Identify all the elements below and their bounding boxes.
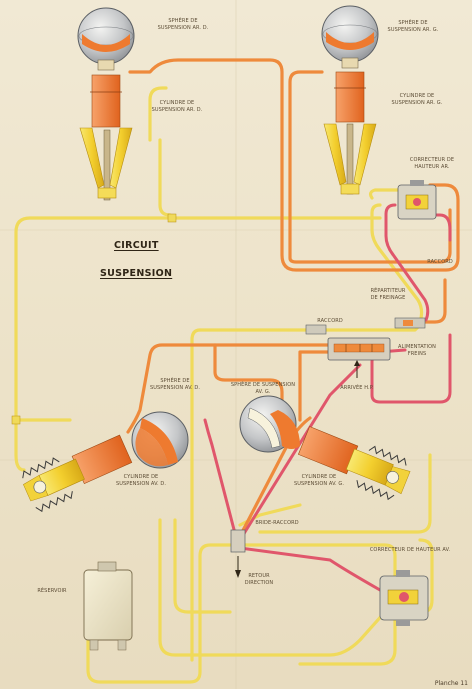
plate-number: Planche 11 <box>434 680 468 687</box>
reservoir-tank <box>83 561 133 651</box>
front-height-corrector <box>379 570 429 626</box>
front-right-suspension <box>22 411 189 513</box>
middle-raccord <box>305 324 327 335</box>
orange-pressure-pipes <box>126 58 460 542</box>
pipe-junctions <box>11 213 177 425</box>
label-front-height-corrector: CORRECTEUR DE HAUTEUR AV. <box>369 547 451 553</box>
title-circuit: CIRCUIT <box>114 240 159 251</box>
label-hp-inlet: ARRIVÉE H.P. <box>340 385 374 391</box>
yellow-return-pipes <box>14 86 434 684</box>
label-raccord-middle: RACCORD <box>317 318 343 324</box>
label-raccord-right: RACCORD <box>427 259 453 265</box>
rear-height-corrector <box>397 180 437 220</box>
pressure-distribution-block <box>327 337 391 378</box>
front-left-suspension <box>239 395 411 501</box>
label-bride-raccord: BRIDE-RACCORD <box>255 520 299 526</box>
brake-distributor <box>394 317 426 329</box>
title-suspension: SUSPENSION <box>100 268 173 279</box>
red-brake-pipes <box>203 203 452 592</box>
bride-raccord-fitting <box>230 529 246 578</box>
rear-left-suspension <box>321 5 379 195</box>
label-reservoir: RÉSERVOIR <box>37 588 67 594</box>
rear-right-suspension <box>77 7 135 201</box>
